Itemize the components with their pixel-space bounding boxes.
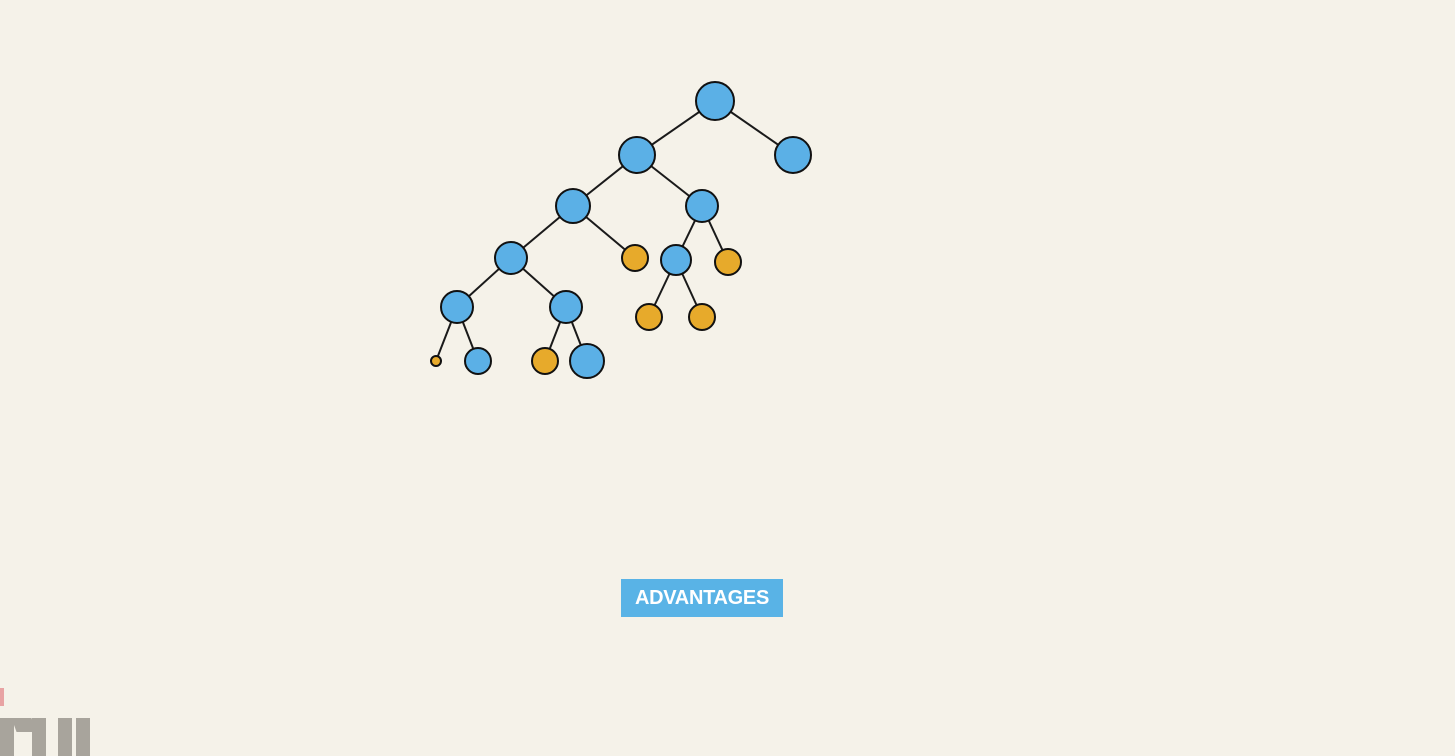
tree-internal-node	[494, 241, 528, 275]
tree-leaf-node	[714, 248, 742, 276]
logo-stroke	[58, 718, 72, 756]
tree-leaf-node	[531, 347, 559, 375]
tree-leaf-node	[635, 303, 663, 331]
tree-internal-node	[549, 290, 583, 324]
tree-leaf-node	[430, 355, 442, 367]
tree-nodes	[430, 81, 812, 379]
logo-mark-icon	[0, 688, 96, 756]
tree-edges	[435, 100, 794, 362]
tree-internal-node	[774, 136, 812, 174]
logo-stroke	[0, 718, 14, 756]
tree-internal-node	[464, 347, 492, 375]
tree-leaf-node	[688, 303, 716, 331]
logo-accent	[0, 688, 4, 706]
logo-stroke	[32, 718, 46, 756]
tree-internal-node	[660, 244, 692, 276]
tree-internal-node	[685, 189, 719, 223]
tree-internal-node	[440, 290, 474, 324]
tree-internal-node	[618, 136, 656, 174]
tree-leaf-node	[621, 244, 649, 272]
tree-internal-node	[695, 81, 735, 121]
tree-internal-node	[555, 188, 591, 224]
logo-stroke	[76, 718, 90, 756]
tree-internal-node	[569, 343, 605, 379]
advantages-badge: ADVANTAGES	[621, 579, 783, 617]
